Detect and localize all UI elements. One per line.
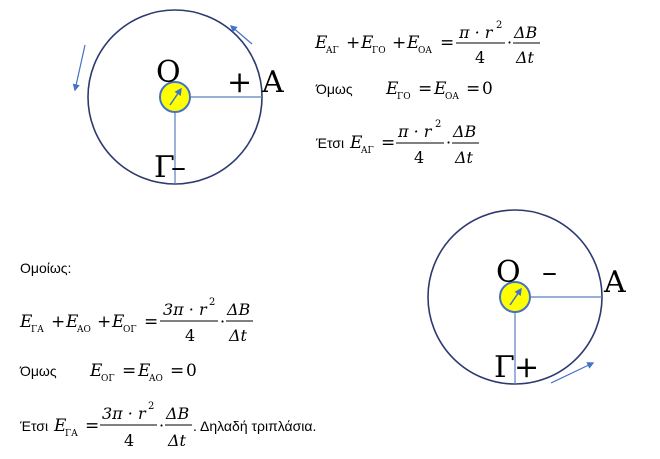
diagram-top-left: O + A Γ –: [72, 9, 284, 185]
delta-B: ΔB: [452, 122, 477, 141]
label-A: A: [261, 65, 284, 100]
exponent: 2: [209, 297, 215, 308]
fraction-denominator: 4: [185, 326, 195, 345]
equals-sign: =: [440, 33, 454, 53]
equals-sign: =: [381, 133, 395, 153]
emf-subscript: ΟΑ: [418, 46, 432, 56]
equals-sign: =: [418, 79, 432, 99]
circulation-arrow-icon: [229, 25, 253, 45]
emf-symbol: E: [385, 79, 399, 99]
circulation-arrow-icon: [72, 44, 86, 92]
emf-subscript: ΟΓ: [101, 374, 115, 384]
label-plus: +: [227, 65, 252, 100]
fraction-denominator: 4: [475, 48, 485, 67]
delta-B: ΔB: [513, 23, 538, 42]
emf-subscript: ΓΑ: [31, 325, 44, 335]
emf-symbol: E: [349, 133, 363, 153]
center-arrow-icon: [169, 87, 182, 106]
equals-sign: =: [170, 361, 184, 381]
emf-subscript: ΑΓ: [360, 146, 374, 156]
fraction-numerator: π · r: [458, 23, 494, 42]
delta-B: ΔB: [165, 404, 190, 423]
equals-sign: =: [144, 312, 158, 332]
plus-sign: +: [346, 33, 360, 53]
center-arrow-icon: [509, 287, 522, 306]
plus-sign: +: [97, 312, 111, 332]
emf-subscript: ΑΓ: [325, 46, 339, 56]
fraction-numerator: 3π · r: [102, 404, 147, 423]
lead-word: Έτσι: [315, 135, 344, 151]
emf-symbol: E: [406, 33, 420, 53]
emf-symbol: E: [19, 312, 33, 332]
emf-subscript: ΓΟ: [397, 92, 411, 102]
emf-symbol: E: [53, 416, 67, 436]
circulation-arrow-icon: [550, 362, 595, 384]
dot-operator: ·: [507, 33, 512, 52]
emf-subscript: ΑΟ: [148, 374, 163, 384]
delta-t: Δt: [228, 326, 248, 345]
exponent: 2: [496, 20, 502, 31]
zero-value: 0: [186, 361, 197, 381]
fraction-denominator: 4: [124, 431, 134, 450]
emf-symbol: E: [314, 33, 328, 53]
exponent: 2: [435, 119, 441, 130]
exponent: 2: [148, 401, 154, 412]
dot-operator: ·: [159, 416, 164, 435]
plus-sign: +: [51, 312, 65, 332]
zero-value: 0: [482, 79, 493, 99]
equation-4: E ΓΑ + E ΑΟ + E ΟΓ = 3π · r 2 4 · ΔB Δt: [19, 297, 253, 345]
emf-symbol: E: [360, 33, 374, 53]
equals-sign: =: [85, 416, 99, 436]
equals-sign: =: [122, 361, 136, 381]
equation-2: Όμως E ΓΟ = E ΟΑ = 0: [315, 79, 493, 102]
fraction-denominator: 4: [414, 148, 424, 167]
equals-sign: =: [466, 79, 480, 99]
label-Gamma: Γ: [154, 150, 175, 185]
label-O: O: [156, 55, 181, 90]
label-A: A: [603, 265, 626, 300]
delta-t: Δt: [515, 48, 535, 67]
plus-sign: +: [392, 33, 406, 53]
equation-5: Όμως E ΟΓ = E ΑΟ = 0: [19, 361, 197, 384]
equation-6: Έτσι E ΓΑ = 3π · r 2 4 · ΔB Δt . Δηλαδή …: [19, 401, 316, 450]
lead-word: Έτσι: [19, 418, 48, 434]
lead-word: Όμως: [19, 363, 57, 379]
fraction-numerator: 3π · r: [163, 300, 208, 319]
diagram-bottom-right: O – A Γ +: [427, 209, 626, 385]
dot-operator: ·: [446, 133, 451, 152]
label-plus: +: [514, 350, 539, 385]
emf-subscript: ΟΑ: [445, 92, 459, 102]
emf-subscript: ΑΟ: [76, 325, 91, 335]
label-Gamma: Γ: [494, 350, 515, 385]
emf-symbol: E: [89, 361, 103, 381]
label-minus: –: [171, 150, 186, 185]
delta-t: Δt: [454, 148, 474, 167]
dot-operator: ·: [220, 312, 225, 331]
conclusion-text: . Δηλαδή τριπλάσια.: [193, 418, 316, 434]
label-minus: –: [542, 255, 557, 290]
emf-subscript: ΟΓ: [123, 325, 137, 335]
emf-symbol: E: [111, 312, 125, 332]
emf-symbol: E: [433, 79, 447, 99]
fraction-numerator: π · r: [397, 122, 433, 141]
emf-symbol: E: [65, 312, 79, 332]
emf-subscript: ΓΑ: [65, 429, 78, 439]
lead-word: Όμως: [315, 81, 353, 97]
label-O: O: [496, 255, 521, 290]
equation-3: Έτσι E ΑΓ = π · r 2 4 · ΔB Δt: [315, 119, 479, 167]
equation-1: E ΑΓ + E ΓΟ + E ΟΑ = π · r 2 4 · ΔB Δt: [314, 20, 540, 67]
emf-symbol: E: [137, 361, 151, 381]
similarly-label: Ομοίως:: [20, 260, 71, 276]
emf-subscript: ΓΟ: [372, 46, 386, 56]
delta-B: ΔB: [226, 300, 251, 319]
delta-t: Δt: [167, 431, 187, 450]
